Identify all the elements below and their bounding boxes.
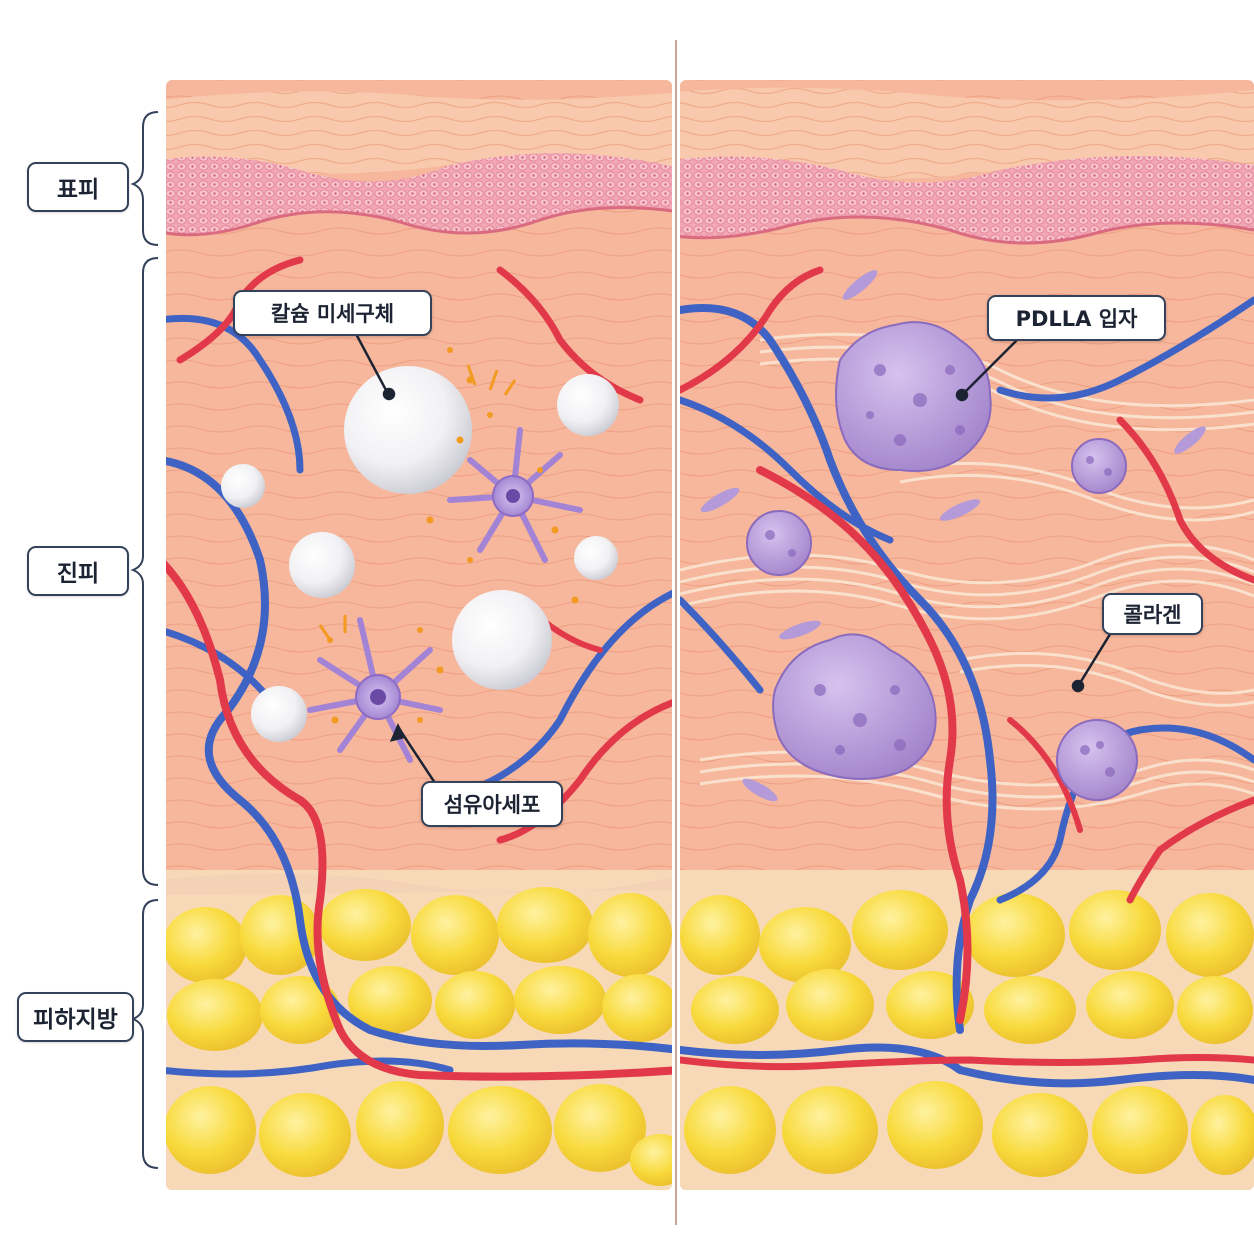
right-skin-panel	[680, 80, 1254, 1190]
fibroblast-cells	[700, 270, 1206, 802]
fat-lobules	[680, 890, 1254, 1177]
left-skin-panel	[166, 80, 672, 1190]
layer-brackets	[130, 111, 159, 1169]
particle-pores	[765, 364, 1115, 777]
fibroblast-cells	[307, 427, 583, 763]
dermis-label: 진피	[27, 546, 129, 596]
calcium-microspheres	[221, 366, 619, 742]
fat-lobules	[166, 887, 672, 1186]
epidermis-label: 표피	[27, 162, 129, 212]
pdlla-particle-callout: PDLLA 입자	[987, 295, 1166, 341]
collagen-callout: 콜라겐	[1102, 593, 1203, 635]
blood-vessels	[680, 266, 1254, 1088]
subcutaneous-fat-label: 피하지방	[17, 992, 134, 1042]
activation-dots	[318, 347, 579, 724]
fibroblast-callout: 섬유아세포	[421, 781, 563, 827]
calcium-microspheres-callout: 칼슘 미세구체	[233, 290, 432, 336]
callout-leaders	[353, 331, 1114, 784]
epidermis-cell-layer	[680, 156, 1254, 244]
